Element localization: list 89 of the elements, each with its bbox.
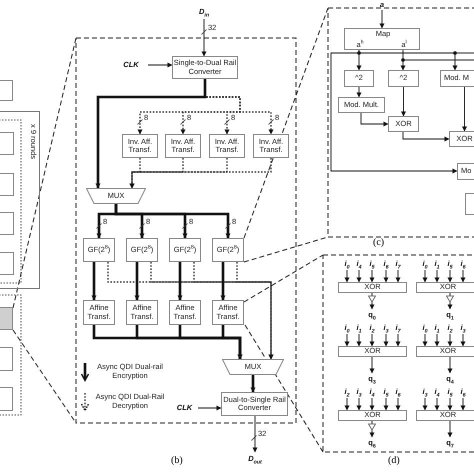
arrow (448, 292, 452, 310)
arrow (434, 398, 440, 410)
arrow (148, 62, 172, 68)
arrow (370, 356, 374, 374)
arrow (236, 262, 274, 360)
arrow (358, 50, 458, 70)
arrow (448, 398, 452, 410)
panel-label: (d) (388, 455, 400, 466)
process-box (338, 282, 407, 293)
process-box (169, 300, 201, 325)
process-box (212, 238, 244, 262)
multiplexer-trapezoid (222, 359, 284, 375)
process-box (83, 238, 115, 262)
arrow (422, 334, 428, 346)
arrow (462, 86, 467, 132)
arrow (384, 270, 388, 282)
arrow (396, 334, 400, 346)
process-box (388, 116, 419, 132)
arrow (380, 10, 384, 28)
rounds-frame (0, 111, 40, 289)
process-box (221, 392, 288, 416)
arrow (252, 416, 258, 452)
arrow (330, 50, 458, 174)
process-box (122, 134, 158, 158)
process-box (83, 300, 115, 325)
arrow (250, 375, 256, 392)
panel-label: (c) (373, 237, 384, 248)
arrow (96, 79, 206, 188)
arrow (344, 270, 350, 282)
arrow (202, 18, 206, 56)
arrow (370, 334, 374, 346)
arrow (422, 398, 428, 410)
process-box (388, 70, 419, 87)
process-box (338, 346, 407, 357)
arrow (434, 334, 440, 346)
arrow (356, 86, 362, 98)
arrow (396, 398, 400, 410)
arrow (400, 50, 406, 70)
arrow (178, 262, 182, 300)
arrow (448, 420, 452, 438)
process-box (416, 346, 474, 357)
arrow (198, 406, 222, 410)
process-box (338, 97, 385, 113)
process-box (344, 28, 420, 50)
arrow (422, 270, 428, 282)
arrow (448, 270, 452, 282)
process-box (416, 282, 474, 293)
arrow (460, 334, 466, 346)
arrow (434, 270, 440, 282)
arrow (344, 334, 350, 346)
arrow (396, 270, 400, 282)
arrow (370, 398, 374, 410)
arrow (344, 398, 350, 410)
arrow (370, 270, 374, 282)
arrow (370, 420, 374, 438)
process-box (165, 134, 201, 158)
arrow (360, 112, 388, 126)
arrow (448, 334, 452, 346)
arrow (130, 158, 272, 188)
arrow (92, 262, 96, 300)
process-box (338, 410, 407, 421)
arrow (356, 334, 362, 346)
arrow (402, 132, 450, 142)
arrow (356, 398, 362, 410)
process-box (344, 70, 374, 87)
process-box (416, 410, 474, 421)
process-box (169, 238, 201, 262)
arrow (220, 262, 226, 300)
panel-label: (b) (171, 455, 183, 466)
arrow (134, 262, 140, 300)
multiplexer-trapezoid (86, 188, 146, 204)
arrow (460, 270, 466, 282)
process-box (212, 300, 244, 325)
process-box (440, 70, 474, 87)
arrow (204, 79, 274, 134)
arrow (384, 334, 388, 346)
arrow (370, 292, 374, 310)
arrow (356, 270, 362, 282)
process-box (126, 238, 158, 262)
arrow (114, 204, 230, 238)
process-box (253, 134, 289, 158)
arrow (384, 398, 388, 410)
arrow (460, 398, 466, 410)
arrow (222, 325, 242, 360)
arrow (448, 356, 452, 374)
process-box (209, 134, 245, 158)
arrow (401, 86, 406, 116)
process-box (126, 300, 158, 325)
process-box (449, 131, 474, 147)
